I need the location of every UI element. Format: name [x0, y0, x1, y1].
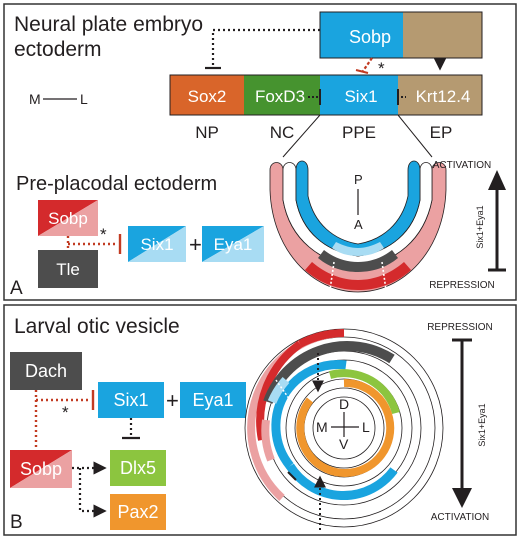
eya1-label-a: Eya1 — [214, 235, 253, 254]
panel-a-letter: A — [10, 278, 23, 299]
panel-a-frame — [3, 3, 517, 301]
six1-label-b: Six1 — [113, 390, 148, 410]
sobp-top-label: Sobp — [349, 27, 391, 47]
scale-b-top: REPRESSION — [427, 322, 493, 333]
sox2-label: Sox2 — [188, 87, 227, 106]
region-np: NP — [195, 123, 219, 142]
krt124-label: Krt12.4 — [416, 87, 471, 106]
zoom-line-left — [282, 114, 321, 158]
tle-box — [38, 250, 98, 288]
axis-medial-label: M — [29, 91, 41, 107]
sox2-box — [170, 75, 244, 115]
region-nc: NC — [270, 123, 295, 142]
six1-box-b — [98, 382, 164, 418]
foxd3-box — [244, 75, 320, 115]
krt124-box — [398, 75, 482, 115]
six1-label-a: Six1 — [140, 235, 173, 254]
sobp-tle-six1-repression — [66, 236, 118, 250]
ring-white-dash — [275, 379, 291, 401]
six1-box-a: Six1 — [128, 226, 186, 262]
axis-dorsal-label: D — [339, 396, 349, 412]
ring-repression-bar — [287, 471, 297, 481]
panel-a-heading-line1: Neural plate embryo — [14, 13, 203, 36]
scale-b-arrowhead — [452, 488, 472, 508]
panel-b-letter: B — [10, 512, 23, 533]
asterisk-a-bottom: * — [100, 225, 107, 244]
dach-box — [10, 352, 82, 390]
panel-a-heading-line2: ectoderm — [14, 38, 102, 61]
six1-label: Six1 — [344, 87, 377, 106]
panel-b-heading: Larval otic vesicle — [14, 315, 180, 338]
eya1-box-b — [180, 382, 246, 418]
scale-a-bottom: REPRESSION — [429, 280, 495, 291]
sobp-box-b: Sobp — [10, 450, 72, 488]
axis-lateral-label: L — [80, 91, 88, 107]
dlx5-box — [110, 450, 166, 486]
dach-six1-repression — [34, 390, 91, 450]
eya1-box-a: Eya1 — [202, 226, 264, 262]
dlx5-label: Dlx5 — [120, 458, 156, 478]
asterisk-a-top: * — [378, 59, 385, 78]
sobp-label-b: Sobp — [20, 459, 62, 479]
pax2-label: Pax2 — [117, 502, 158, 522]
six1-box — [320, 75, 398, 115]
zoom-line-right — [397, 114, 433, 158]
region-ep: EP — [430, 123, 453, 142]
sobp-six1-red-bar — [355, 69, 369, 74]
region-ppe: PPE — [342, 123, 376, 142]
panel-b-frame — [3, 304, 517, 536]
sobp-label-a: Sobp — [48, 209, 88, 228]
asterisk-b: * — [62, 403, 69, 422]
axis-lateral-label-b: L — [362, 419, 370, 435]
dach-label: Dach — [25, 361, 67, 381]
u-shape-ppe — [269, 160, 447, 293]
axis-ventral-label: V — [339, 436, 349, 452]
plus-a: + — [189, 232, 202, 257]
scale-a-axis-label: Six1+Eya1 — [475, 205, 485, 248]
sobp-top-box: Sobp — [319, 11, 483, 59]
otic-vesicle-rings — [244, 328, 444, 528]
axis-medial-label-b: M — [316, 419, 328, 435]
axis-anterior-label: A — [354, 217, 363, 232]
foxd3-label: FoxD3 — [255, 87, 305, 106]
scale-b-bottom: ACTIVATION — [431, 512, 490, 523]
scale-a-top: ACTIVATION — [433, 160, 492, 171]
ectoderm-row: Sox2 FoxD3 Six1 Krt12.4 — [169, 74, 483, 116]
sobp-six1-red-line — [362, 57, 373, 72]
sobp-sox2-repression-line — [211, 28, 320, 66]
scale-b-axis-label: Six1+Eya1 — [477, 403, 487, 446]
pax2-box — [110, 494, 166, 530]
panel-a-subheading: Pre-placodal ectoderm — [16, 173, 217, 195]
tle-label: Tle — [56, 260, 80, 279]
plus-b: + — [166, 388, 179, 413]
axis-posterior-label: P — [354, 172, 363, 187]
sobp-pax2-arrow — [78, 468, 107, 518]
eya1-label-b: Eya1 — [192, 390, 233, 410]
scale-a-arrowhead — [488, 170, 506, 190]
sobp-box-a: Sobp — [38, 200, 98, 236]
